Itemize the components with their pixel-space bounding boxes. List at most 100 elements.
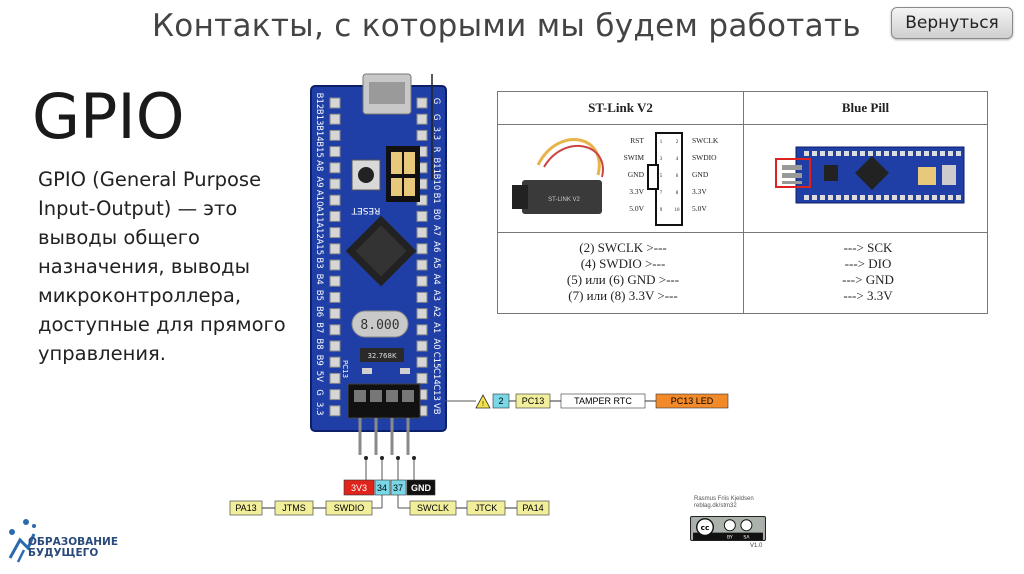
reset-label: RESET [351, 205, 380, 215]
mapping-item: (5) или (6) GND >--- [538, 272, 708, 288]
bluepill-pin [932, 195, 937, 200]
board-pin-label: B9 [314, 355, 324, 366]
board-pin-label: C15 [431, 352, 441, 369]
board-pin-label: C13 [431, 384, 441, 401]
bluepill-pin [804, 195, 809, 200]
board-pin [417, 373, 427, 383]
board-pin-label: B14 [314, 125, 324, 142]
bluepill-pin [924, 151, 929, 156]
mapping-item: ---> SCK [783, 240, 953, 256]
bluepill-pin [948, 195, 953, 200]
bluepill-pin [940, 195, 945, 200]
bluepill-pin [900, 151, 905, 156]
svg-text:!: ! [482, 401, 484, 408]
credit-site: reblag.dk/stm32 [694, 503, 754, 510]
credit-author: Rasmus Friis Kjeldsen [694, 496, 754, 503]
board-pin-label: 3.3 [314, 402, 324, 416]
stlink-header: ST-Link V2 [498, 92, 743, 124]
bluepill-pin [804, 151, 809, 156]
gnd-label: GND [411, 483, 432, 493]
bluepill-pin [812, 151, 817, 156]
board-pin [330, 211, 340, 221]
board-pin-label: A1 [431, 322, 441, 333]
board-pin-label: B12 [314, 93, 324, 110]
bluepill-pin [908, 151, 913, 156]
logo-line2: БУДУЩЕГО [28, 548, 118, 559]
board-pin [417, 276, 427, 286]
svg-text:BY: BY [727, 535, 733, 541]
board-pin-label: B15 [314, 141, 324, 158]
mapping-item: ---> 3.3V [783, 288, 953, 304]
board-pin-label: G [314, 389, 324, 396]
board-pin [330, 390, 340, 400]
board-pin [330, 357, 340, 367]
board-pin-label: A7 [431, 225, 441, 236]
board-pin [330, 341, 340, 351]
board-pin [417, 211, 427, 221]
bluepill-pin [812, 195, 817, 200]
bluepill-pin [956, 151, 961, 156]
board-pin [330, 325, 340, 335]
cc-by-sa-badge: cc BY SA [690, 516, 766, 541]
rtc-crystal-text: 32.768K [367, 352, 396, 360]
bluepill-pin [876, 195, 881, 200]
board-pin [330, 130, 340, 140]
board-pin [330, 406, 340, 416]
board-pin [417, 341, 427, 351]
board-pin [330, 260, 340, 270]
board-pin-label: A5 [431, 257, 441, 268]
board-pin [330, 244, 340, 254]
stlink-pin-label: 10 [675, 208, 681, 213]
power-3v3-label: 3V3 [351, 483, 367, 493]
board-pin-label: B10 [431, 174, 441, 191]
swdio-label: SWDIO [334, 503, 365, 513]
board-pin-label: 3.3 [431, 127, 441, 141]
bluepill-pin [868, 195, 873, 200]
bluepill-pin [860, 195, 865, 200]
bluepill-pin [948, 151, 953, 156]
board-pin [330, 292, 340, 302]
board-pin [417, 292, 427, 302]
bluepill-pin [940, 151, 945, 156]
bluepill-pin [884, 151, 889, 156]
board-pin [330, 163, 340, 173]
bluepill-pin [892, 195, 897, 200]
bluepill-pin [852, 151, 857, 156]
board-pin-label: B3 [314, 257, 324, 268]
mapping-item: ---> GND [783, 272, 953, 288]
board-pin [330, 195, 340, 205]
stlink-pin-label: SWDIO [692, 153, 717, 162]
bluepill-pin [884, 195, 889, 200]
pin-34-label: 34 [377, 483, 387, 493]
bluepill-pin [844, 195, 849, 200]
bluepill-pin [868, 151, 873, 156]
board-pin-label: B6 [314, 306, 324, 317]
stlink-pin-label: 3.3V [629, 187, 644, 196]
stlink-pin-label: SWIM [624, 153, 645, 162]
board-pin-label: G [431, 114, 441, 121]
mapping-item: (2) SWCLK >--- [538, 240, 708, 256]
pa13-label: PA13 [235, 503, 256, 513]
board-pin [417, 244, 427, 254]
board-pin-label: B1 [431, 193, 441, 204]
swd-label-row: 3V3 34 37 GND PA13 JTMS SWDIO SWCLK JTCK… [230, 480, 549, 515]
stlink-pin-label: GND [628, 170, 645, 179]
bluepill-pin [932, 151, 937, 156]
bluepill-pin [852, 195, 857, 200]
bluepill-header: Blue Pill [744, 92, 987, 124]
mapping-item: (7) или (8) 3.3V >--- [538, 288, 708, 304]
stlink-pin-label: 5.0V [692, 204, 707, 213]
mapping-item: ---> DIO [783, 256, 953, 272]
board-pin-label: A15 [314, 238, 324, 255]
board-pin [417, 260, 427, 270]
stlink-pin-label: 5.0V [629, 204, 644, 213]
bluepill-pin [924, 195, 929, 200]
board-pin [330, 114, 340, 124]
bluepill-pin [828, 151, 833, 156]
bluepill-pin [844, 151, 849, 156]
board-pin-label: A10 [314, 190, 324, 207]
board-pin [330, 276, 340, 286]
board-pin [330, 373, 340, 383]
tamper-rtc-label: TAMPER RTC [574, 396, 632, 406]
board-pin-label: A8 [314, 160, 324, 171]
